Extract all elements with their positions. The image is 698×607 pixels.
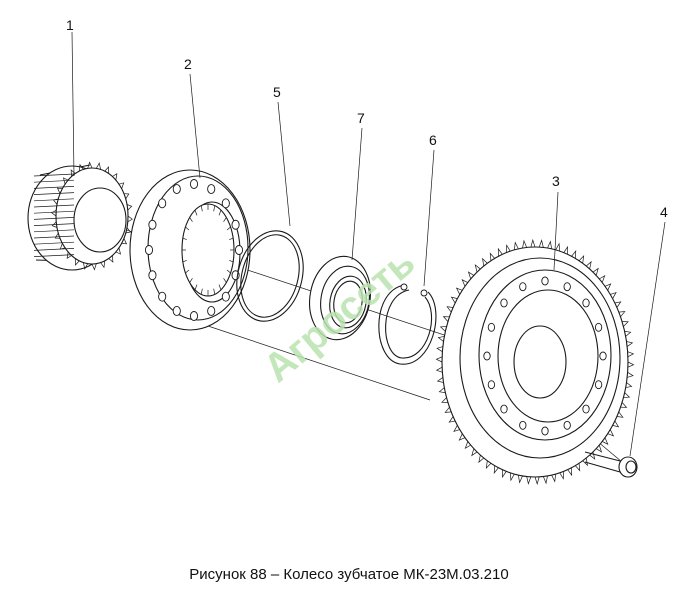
part-6-snap-ring: [378, 283, 437, 365]
part-3-large-gear-wheel: [435, 238, 635, 486]
label-part-1: 1: [66, 17, 74, 33]
part-2-splined-flange: [129, 169, 251, 331]
label-part-6: 6: [429, 132, 437, 148]
label-part-7: 7: [357, 110, 365, 126]
label-part-2: 2: [184, 56, 192, 72]
part-4-bolt: [584, 451, 638, 478]
label-part-4: 4: [660, 204, 668, 220]
figure-caption: Рисунок 88 – Колесо зубчатое МК-23М.03.2…: [189, 566, 509, 583]
label-part-5: 5: [273, 84, 281, 100]
part-1-splined-gear: [27, 161, 133, 271]
label-part-3: 3: [552, 173, 560, 189]
part-7-bearing: [309, 255, 371, 341]
leader-lines: [71, 31, 666, 457]
part-5-retaining-ring: [236, 230, 304, 322]
